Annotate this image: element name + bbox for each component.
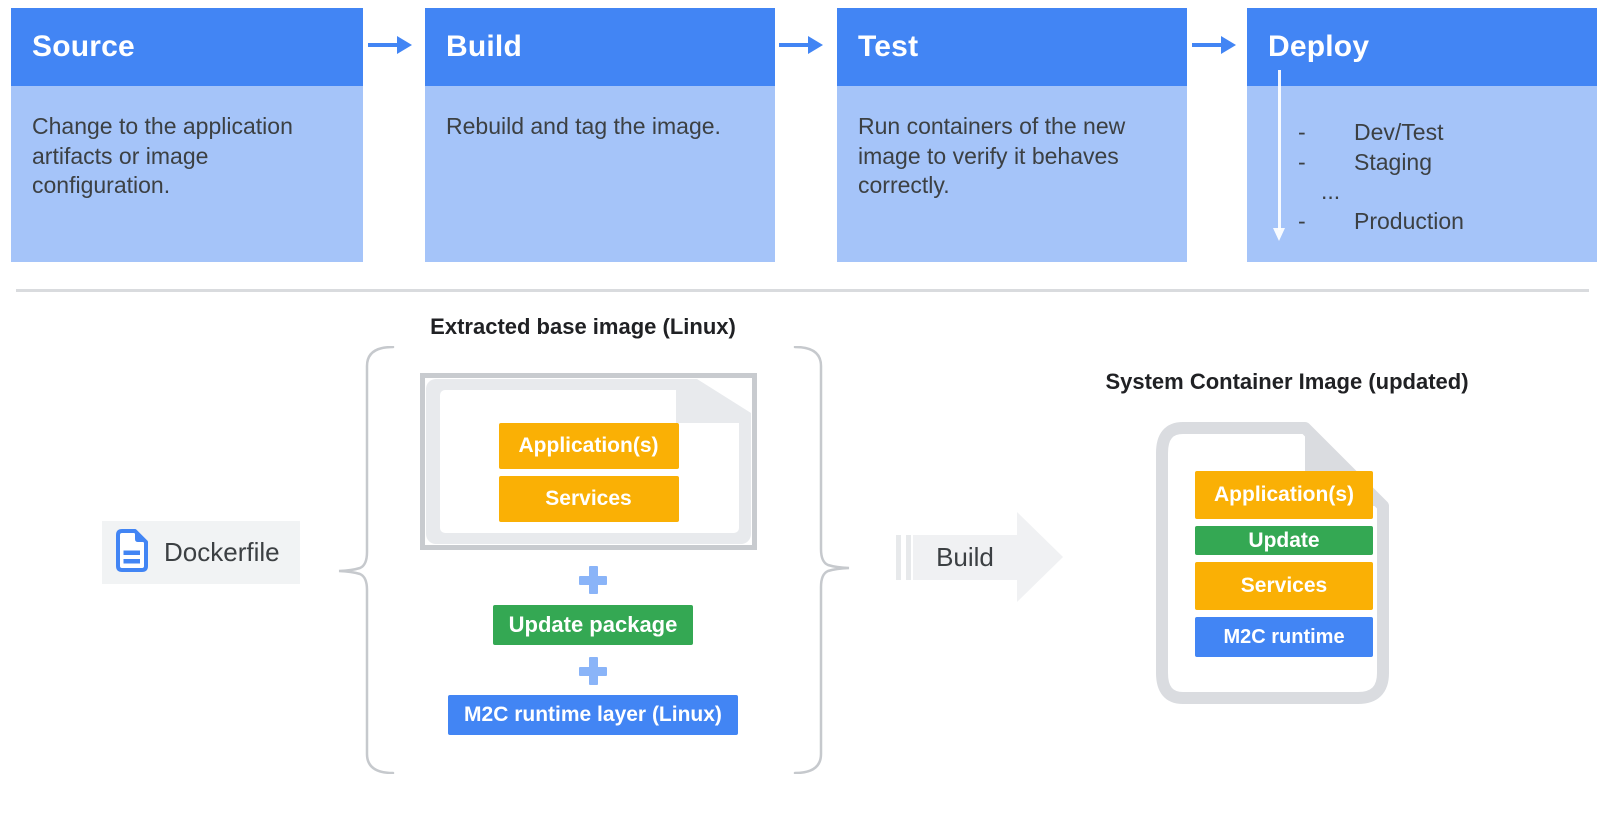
env-label: Production [1354, 207, 1464, 234]
stage-test: Test Run containers of the new image to … [837, 8, 1187, 262]
build-arrow-label: Build [913, 535, 1017, 580]
env-bullet: - [1298, 148, 1306, 175]
extracted-base-image-title: Extracted base image (Linux) [430, 314, 736, 339]
flow-arrow-icon [1192, 36, 1236, 54]
build-arrow-stripe [906, 535, 911, 580]
flow-arrow-icon [368, 36, 412, 54]
system-container-image-card: Application(s) Update Services M2C runti… [1155, 421, 1390, 705]
env-bullet: - [1298, 119, 1306, 145]
flow-arrow-head [808, 36, 823, 54]
result-layer-m2c-runtime: M2C runtime [1195, 617, 1373, 657]
base-image-layers: Application(s) Services [425, 423, 752, 522]
flow-arrow-head [1221, 36, 1236, 54]
stage-test-description: Run containers of the new image to verif… [837, 86, 1187, 262]
build-arrow-head [1017, 512, 1063, 602]
flow-arrow-shaft [779, 43, 808, 47]
stage-test-title: Test [837, 8, 1187, 86]
m2c-runtime-layer: M2C runtime layer (Linux) [448, 695, 738, 735]
stage-build-title: Build [425, 8, 775, 86]
deploy-environment-row: - Dev/Test [1247, 118, 1597, 148]
stage-source-title: Source [11, 8, 363, 86]
build-arrow: Build [896, 512, 1064, 603]
stage-source-description: Change to the application artifacts or i… [11, 86, 363, 262]
result-layer-update: Update [1195, 526, 1373, 555]
deploy-environment-row: - Production [1247, 207, 1597, 237]
stage-source: Source Change to the application artifac… [11, 8, 363, 262]
env-label: Staging [1354, 148, 1433, 175]
deploy-environments-list: - Dev/Test - Staging ... - Production [1247, 118, 1597, 236]
build-arrow-stripe [896, 535, 901, 580]
stage-deploy-body: - Dev/Test - Staging ... - Production [1247, 70, 1597, 262]
flow-arrow-icon [779, 36, 823, 54]
env-label: Dev/Test [1354, 119, 1444, 145]
deploy-environment-row: ... [1247, 177, 1597, 207]
update-package-layer: Update package [493, 605, 693, 645]
stage-build: Build Rebuild and tag the image. [425, 8, 775, 262]
document-icon [114, 528, 149, 578]
stage-build-description: Rebuild and tag the image. [425, 86, 775, 262]
left-brace-icon [336, 345, 396, 775]
dockerfile-chip: Dockerfile [102, 521, 300, 584]
stage-deploy: Deploy - Dev/Test - Staging ... [1247, 8, 1597, 262]
result-layer-services: Services [1195, 562, 1373, 610]
layer-services: Services [498, 476, 679, 522]
env-bullet: - [1298, 207, 1306, 234]
dockerfile-label: Dockerfile [164, 537, 280, 567]
right-brace-icon [792, 345, 852, 775]
flow-arrow-head [397, 36, 412, 54]
env-label: ... [1321, 178, 1341, 204]
result-layer-applications: Application(s) [1195, 471, 1373, 519]
layer-applications: Application(s) [498, 423, 679, 469]
plus-icon [579, 566, 607, 594]
flow-arrow-shaft [368, 43, 397, 47]
flow-arrow-shaft [1192, 43, 1221, 47]
plus-icon [579, 657, 607, 685]
system-container-image-title: System Container Image (updated) [1105, 369, 1469, 394]
section-divider [16, 289, 1589, 292]
deploy-environment-row: - Staging [1247, 148, 1597, 178]
deploy-stages-arrow-icon [1273, 70, 1285, 242]
stage-deploy-title: Deploy [1247, 8, 1597, 86]
extracted-base-image-card: Application(s) Services [420, 373, 757, 550]
